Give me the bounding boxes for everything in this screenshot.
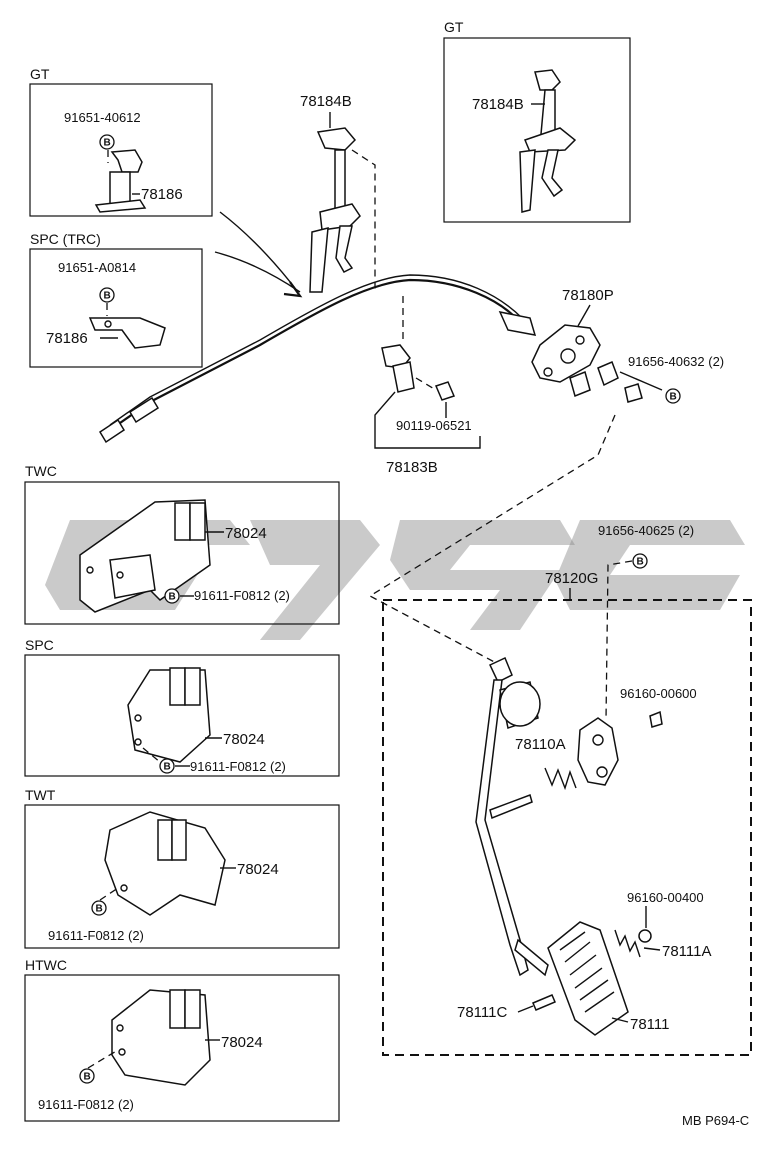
bracket-78024-twc-drawing xyxy=(79,499,211,613)
part-number-78024-twc: 78024 xyxy=(225,525,267,542)
part-number-78180p: 78180P xyxy=(562,287,614,304)
bracket-78024-twt-drawing xyxy=(104,811,226,916)
bracket-78183b-drawing xyxy=(381,344,456,401)
section-label-gt-top: GT xyxy=(444,19,464,35)
part-number-96160-00400: 96160-00400 xyxy=(627,890,704,905)
clip-96160-00600-drawing xyxy=(649,710,663,728)
arrow-gt xyxy=(219,211,299,293)
clamp-78186-gt-drawing xyxy=(94,149,147,213)
bracket-78184b-gt-drawing xyxy=(519,69,577,213)
part-number-91611-htwc: 91611-F0812 (2) xyxy=(38,1097,134,1112)
part-number-78186-spc: 78186 xyxy=(46,330,88,347)
part-number-78111a: 78111A xyxy=(662,943,712,960)
spring-78111a-drawing xyxy=(614,929,652,958)
part-number-78110a: 78110A xyxy=(515,736,566,753)
part-number-78186-gt: 78186 xyxy=(141,186,183,203)
part-number-91656-40625: 91656-40625 (2) xyxy=(598,523,694,538)
pin-78111c-drawing xyxy=(532,994,556,1011)
spc-trc-clamp-box xyxy=(29,248,203,368)
section-label-htwc: HTWC xyxy=(25,957,67,973)
svg-text:B: B xyxy=(670,392,677,403)
svg-text:B: B xyxy=(104,291,111,302)
bolt-callout-icon: B xyxy=(164,588,180,604)
part-number-78024-spc: 78024 xyxy=(223,731,265,748)
part-number-78120g: 78120G xyxy=(545,570,598,587)
throttle-cable xyxy=(109,278,521,431)
twt-bracket-box xyxy=(24,804,340,949)
part-number-78184b-gt: 78184B xyxy=(472,96,524,113)
part-number-78111c: 78111C xyxy=(457,1004,507,1021)
bolt-callout-icon: B xyxy=(665,388,681,404)
part-number-78111: 78111 xyxy=(630,1016,670,1033)
bolt-callout-icon: B xyxy=(99,287,115,303)
part-number-78024-htwc: 78024 xyxy=(221,1034,263,1051)
svg-text:B: B xyxy=(96,904,103,915)
bolt-callout-icon: B xyxy=(632,553,648,569)
bracket-78024-spc-drawing xyxy=(127,667,211,763)
section-label-gt-left: GT xyxy=(30,66,50,82)
part-number-78183b: 78183B xyxy=(386,459,438,476)
bracket-78024-htwc-drawing xyxy=(111,989,211,1086)
part-number-91611-twc: 91611-F0812 (2) xyxy=(194,588,290,603)
callout-letter: B xyxy=(104,138,111,149)
assembly-dashline xyxy=(368,414,616,666)
bracket-78110a-drawing xyxy=(544,717,619,791)
twc-bracket-box xyxy=(24,481,340,625)
svg-text:B: B xyxy=(84,1072,91,1083)
part-number-96160-00600: 96160-00600 xyxy=(620,686,697,701)
svg-text:B: B xyxy=(164,762,171,773)
part-number-91651-40612: 91651-40612 xyxy=(64,110,141,125)
svg-text:B: B xyxy=(637,557,644,568)
leader-78183b xyxy=(374,391,481,449)
htwc-bracket-box xyxy=(24,974,340,1122)
pedal-pad-78111-drawing xyxy=(547,921,629,1036)
bolt-callout-icon: B xyxy=(91,900,107,916)
section-label-twt: TWT xyxy=(25,787,56,803)
part-number-78184b-main: 78184B xyxy=(300,93,352,110)
pedal-arm-drawing xyxy=(475,656,549,977)
clamp-78186-spc-drawing xyxy=(88,317,166,349)
link-78180p-drawing xyxy=(531,324,643,403)
pedal-assembly-box xyxy=(382,599,752,1056)
bracket-78184b-drawing xyxy=(309,127,361,293)
cable-end-drawing xyxy=(98,310,537,444)
section-label-spc-trc: SPC (TRC) xyxy=(30,231,101,247)
section-label-twc: TWC xyxy=(25,463,57,479)
spc-bracket-box xyxy=(24,654,340,777)
bolt-callout-icon: B xyxy=(79,1068,95,1084)
part-number-91611-twt: 91611-F0812 (2) xyxy=(48,928,144,943)
bolt-callout-icon: B xyxy=(159,758,175,774)
part-number-91651-a0814: 91651-A0814 xyxy=(58,260,136,275)
svg-text:B: B xyxy=(169,592,176,603)
gt-clamp-box xyxy=(29,83,213,217)
section-label-spc: SPC xyxy=(25,637,54,653)
bolt-callout-icon: B xyxy=(99,134,115,150)
gt-bracket-box xyxy=(443,37,631,223)
part-number-91656-40632: 91656-40632 (2) xyxy=(628,354,724,369)
figure-code: MB P694-C xyxy=(682,1113,749,1128)
part-number-91611-spc: 91611-F0812 (2) xyxy=(190,759,286,774)
part-number-90119-06521: 90119-06521 xyxy=(396,418,472,433)
part-number-78024-twt: 78024 xyxy=(237,861,279,878)
